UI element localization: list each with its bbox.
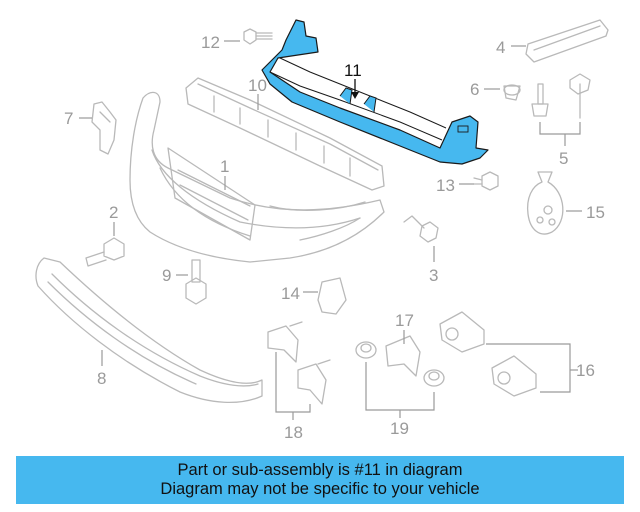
bolt-set-5-part	[531, 73, 591, 119]
bolt-12-part	[243, 28, 273, 45]
bolt-2-part	[85, 237, 125, 267]
callout-15: 15	[586, 203, 605, 222]
bolt-9-part	[185, 259, 207, 305]
callout-13: 13	[436, 176, 455, 195]
parking-sensor-set-16-part	[439, 311, 537, 397]
callout-14: 14	[281, 284, 300, 303]
leader-5a	[539, 122, 581, 135]
fastener-bag-15-part	[526, 171, 564, 235]
callout-6: 6	[470, 80, 479, 99]
tow-hook-cover-14-part	[317, 277, 347, 315]
leader-11-arrow	[351, 92, 359, 99]
info-banner: Part or sub-assembly is #11 in diagram D…	[16, 456, 624, 504]
callout-1: 1	[220, 157, 229, 176]
callout-5: 5	[559, 149, 568, 168]
clip-6-part	[503, 84, 521, 101]
callout-4: 4	[496, 38, 505, 57]
callout-18: 18	[284, 423, 303, 442]
callout-10: 10	[248, 76, 267, 95]
leader-19	[365, 362, 435, 411]
callout-3: 3	[429, 266, 438, 285]
bolt-13-part	[473, 171, 499, 191]
leader-16	[486, 343, 571, 393]
energy-absorber-part	[185, 77, 385, 191]
parts-diagram: 12 4 11 10 6 7 1 5 13 15 2 3 9 14 17 16 …	[35, 19, 609, 442]
callout-8: 8	[97, 369, 106, 388]
banner-line-1: Part or sub-assembly is #11 in diagram	[177, 461, 463, 479]
callout-labels: 12 4 11 10 6 7 1 5 13 15 2 3 9 14 17 16 …	[64, 33, 605, 442]
bumper-cover-part	[129, 91, 385, 263]
bracket-set-18-part	[267, 321, 331, 405]
bracket-strip-part	[525, 19, 609, 63]
grille-part	[35, 257, 263, 404]
bolt-3-part	[403, 215, 439, 243]
callout-7: 7	[64, 109, 73, 128]
banner-line-2: Diagram may not be specific to your vehi…	[160, 480, 480, 498]
callout-16: 16	[576, 361, 595, 380]
callout-12: 12	[201, 33, 220, 52]
callout-2: 2	[109, 203, 118, 222]
callout-19: 19	[390, 419, 409, 438]
callout-9: 9	[162, 266, 171, 285]
bracket-17-part	[385, 335, 421, 377]
side-bracket-7-part	[91, 101, 117, 155]
callout-11: 11	[344, 61, 362, 80]
callout-17: 17	[395, 311, 414, 330]
leader-lines	[79, 40, 582, 420]
leader-18	[275, 352, 311, 413]
bumper-reinforcement-beam-part	[261, 19, 489, 165]
clip-set-19-part	[355, 341, 445, 387]
